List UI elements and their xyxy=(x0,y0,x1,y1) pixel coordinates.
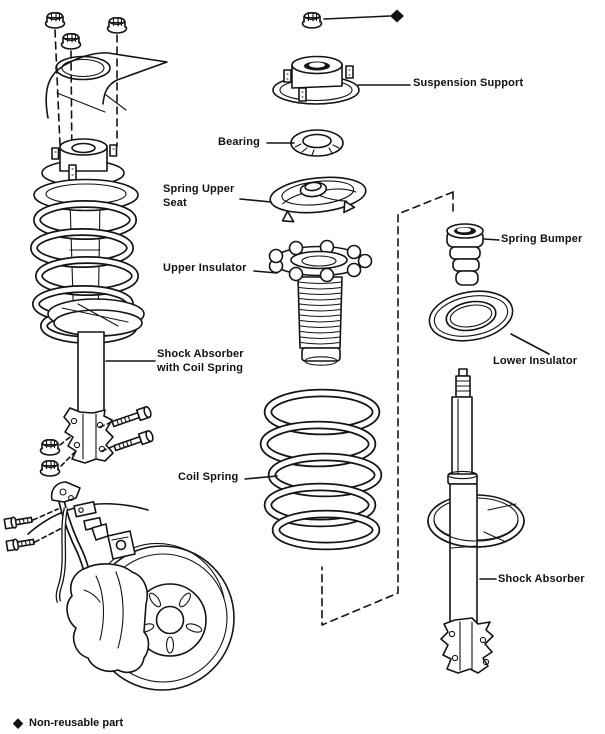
label-shock-absorber-with-coil-spring: Shock Absorber with Coil Spring xyxy=(157,348,244,374)
sub-assembly-boundary xyxy=(321,191,454,626)
label-spring-upper-seat: Spring Upper Seat xyxy=(163,183,235,209)
piston-rod-nut xyxy=(301,9,404,29)
leader-upper-insulator xyxy=(253,270,278,274)
knuckle-brake-assembly xyxy=(3,481,235,691)
leader-lower-insulator xyxy=(510,333,550,355)
spring-bumper xyxy=(446,223,484,286)
label-upper-insulator: Upper Insulator xyxy=(163,262,247,274)
bracket-bolt xyxy=(112,429,155,455)
leader-coil-spring xyxy=(244,475,278,480)
legend-non-reusable: ◆ Non-reusable part xyxy=(13,716,123,729)
shock-absorber-with-coil-spring-assembly xyxy=(30,138,155,477)
spring-upper-seat xyxy=(269,176,367,223)
strut-mount-nuts xyxy=(44,12,128,50)
non-reusable-leader xyxy=(323,15,391,20)
label-lower-insulator: Lower Insulator xyxy=(493,355,578,367)
bracket-bolt xyxy=(110,405,153,431)
knuckle-bolt xyxy=(5,535,36,553)
leader-lines xyxy=(105,84,550,580)
strut-tower-cutaway xyxy=(45,52,168,119)
label-coil-spring: Coil Spring xyxy=(178,471,239,483)
label-shock-absorber: Shock Absorber xyxy=(498,573,585,585)
non-reusable-diamond-icon: ◆ xyxy=(13,715,23,730)
non-reusable-diamond-icon xyxy=(390,9,404,23)
label-suspension-support: Suspension Support xyxy=(413,77,524,89)
legend-text: Non-reusable part xyxy=(29,716,124,729)
leader-spring-bumper xyxy=(483,238,500,241)
label-bearing: Bearing xyxy=(218,136,261,148)
bearing xyxy=(290,129,344,157)
lower-insulator xyxy=(428,290,514,342)
leader-spring-upper-seat xyxy=(239,198,272,203)
label-spring-bumper: Spring Bumper xyxy=(501,233,583,245)
suspension-support xyxy=(272,55,360,105)
coil-spring xyxy=(259,388,383,551)
shock-absorber xyxy=(427,368,525,674)
knuckle-bolt xyxy=(3,513,34,531)
upper-insulator xyxy=(268,239,373,366)
